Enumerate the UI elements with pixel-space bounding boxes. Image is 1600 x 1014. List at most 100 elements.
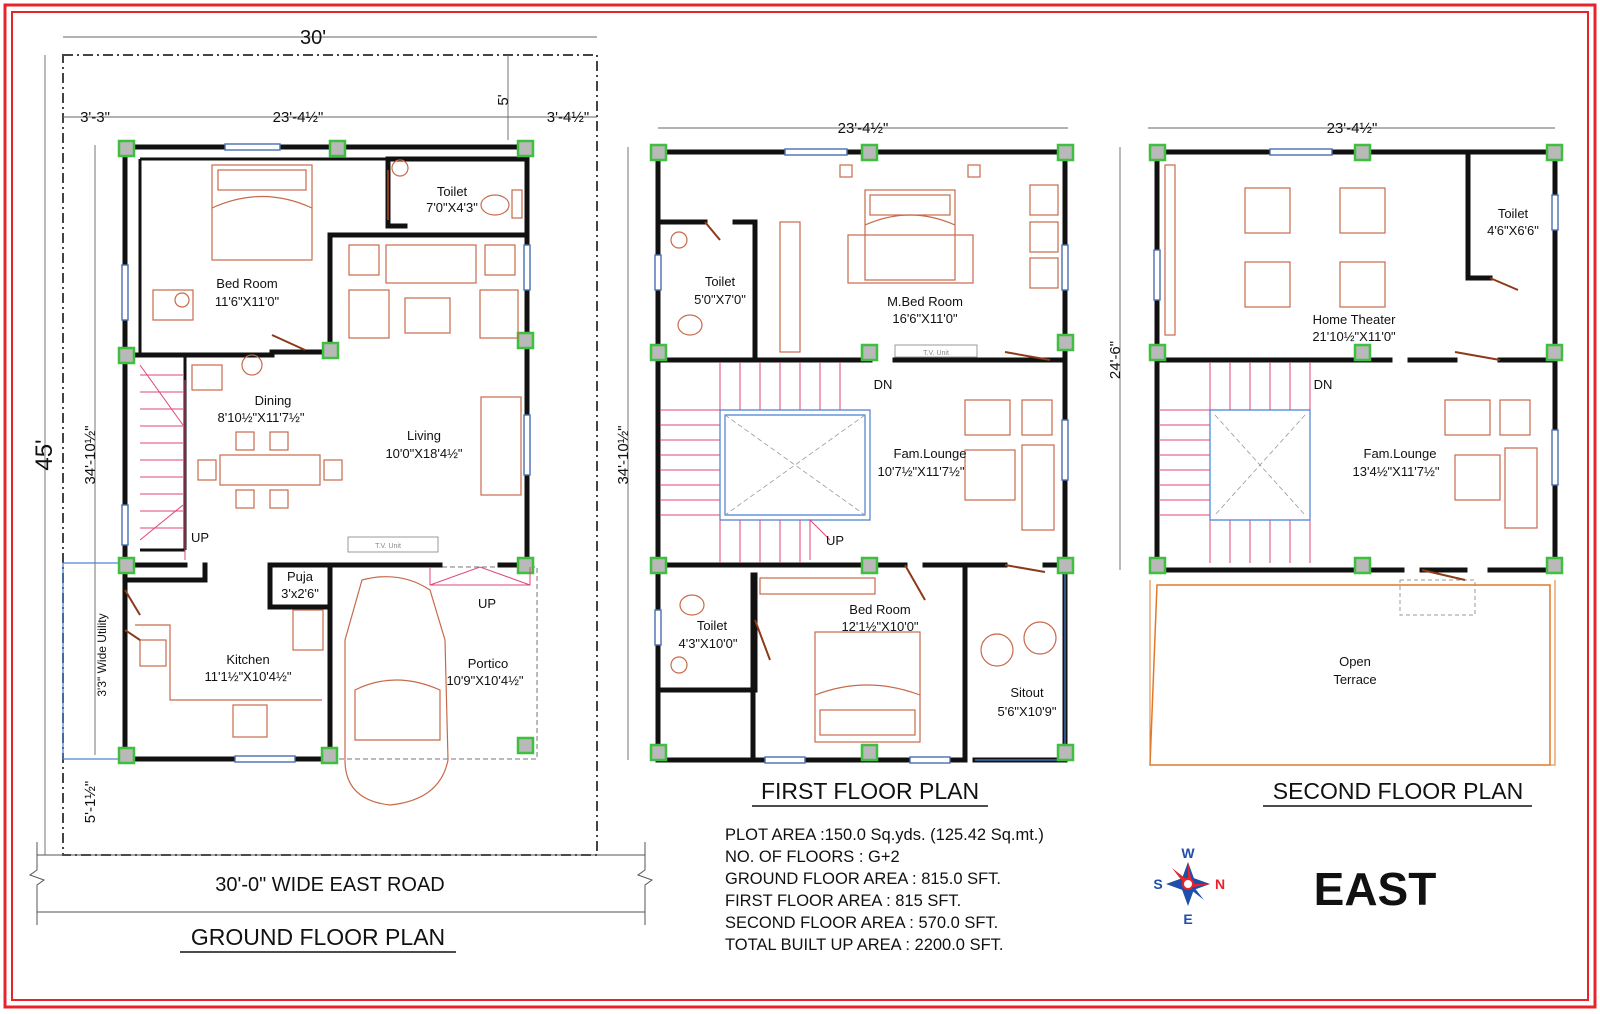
- ff-toilet2-size: 4'3"X10'0": [678, 636, 737, 651]
- area-statement: PLOT AREA :150.0 Sq.yds. (125.42 Sq.mt.)…: [725, 826, 1044, 954]
- road: [28, 842, 654, 925]
- ground-columns: [117, 139, 535, 765]
- ground-dining-table: [191, 354, 343, 509]
- sf-toilet-size: 4'6"X6'6": [1487, 223, 1539, 238]
- gf-puja-name: Puja: [287, 569, 314, 584]
- ff-tv-label: T.V. Unit: [923, 350, 949, 357]
- ff-mbed-size: 16'6"X11'0": [892, 311, 958, 326]
- ff-lounge-size: 10'7½"X11'7½": [878, 464, 965, 479]
- compass-w: W: [1181, 845, 1195, 861]
- gf-puja-size: 3'x2'6": [281, 586, 319, 601]
- sf-toilet-name: Toilet: [1498, 206, 1529, 221]
- ff-width-dim: 23'-4½": [838, 120, 889, 137]
- sf-depth-dim: 24'-6": [1107, 341, 1124, 379]
- ff-toilet2-name: Toilet: [697, 618, 728, 633]
- sf-dn: DN: [1314, 377, 1333, 392]
- gf-toilet-size: 7'0"X4'3": [426, 200, 478, 215]
- car-outline: [344, 576, 449, 806]
- sf-columns: [1148, 143, 1564, 575]
- ff-tv-unit: [894, 344, 978, 358]
- gf-dining-size: 8'10½"X11'7½": [218, 410, 305, 425]
- ff-dn: DN: [874, 377, 893, 392]
- ff-lounge-sofa: [964, 399, 1055, 531]
- ff-bed: [759, 577, 921, 743]
- ff-master-bed: [779, 164, 1059, 353]
- inner-width-dim: 23'-4½": [273, 109, 324, 126]
- ground-bed: [152, 164, 313, 321]
- inner-depth-dim: 34'-10½": [82, 425, 99, 484]
- first-floor-plan: 23'-4½" 34'-10½": [615, 120, 1075, 807]
- gf-stair-up: UP: [191, 530, 209, 545]
- compass-s: S: [1153, 876, 1162, 892]
- ff-up: UP: [826, 533, 844, 548]
- ground-floor-plan: 30' 3'-3" 23'-4½" 3'-4½" 5' 45' 34'-10½"…: [28, 27, 654, 953]
- ff-stairs: [660, 362, 841, 563]
- ff-mbed-name: M.Bed Room: [887, 294, 963, 309]
- gf-bedroom-size: 11'6"X11'0": [215, 294, 280, 309]
- ground-stairs: [139, 364, 531, 586]
- second-floor-title: SECOND FLOOR PLAN: [1273, 778, 1524, 804]
- gf-living-size: 10'0"X18'4½": [385, 446, 462, 461]
- sheet-border: [3, 3, 1597, 1009]
- sf-lounge-name: Fam.Lounge: [1364, 446, 1437, 461]
- ground-sofa-set: [348, 244, 522, 496]
- ff-toilet1-name: Toilet: [705, 274, 736, 289]
- sf-theater-name: Home Theater: [1313, 312, 1397, 327]
- ff-columns: [649, 143, 1075, 762]
- sheet-inner-border: [11, 11, 1589, 1001]
- sf-terrace-name: Open: [1339, 654, 1371, 669]
- facing-label: EAST: [1314, 863, 1437, 915]
- ff-sitout-chairs: [980, 621, 1057, 667]
- gf-toilet-name: Toilet: [437, 184, 468, 199]
- road-label: 30'-0" WIDE EAST ROAD: [215, 874, 445, 896]
- ff-bed-name: Bed Room: [849, 602, 910, 617]
- utility-area: [62, 562, 126, 760]
- ground-kitchen-counter: [135, 609, 324, 738]
- ground-tv-label: T.V. Unit: [375, 543, 401, 550]
- info-line-2: NO. OF FLOORS : G+2: [725, 848, 900, 866]
- compass-e: E: [1183, 911, 1192, 927]
- gf-living-name: Living: [407, 428, 441, 443]
- ff-doors: [704, 221, 1051, 661]
- ff-lounge-name: Fam.Lounge: [894, 446, 967, 461]
- sf-lounge-sofa: [1444, 399, 1538, 529]
- gf-portico-up: UP: [478, 596, 496, 611]
- ground-doors: [124, 170, 389, 641]
- sf-lounge-size: 13'4½"X11'7½": [1353, 464, 1440, 479]
- side-right-dim: 3'-4½": [547, 109, 589, 126]
- plot-width-dim: 30': [300, 27, 326, 49]
- sf-theater-size: 21'10½"X11'0": [1312, 329, 1396, 344]
- info-line-6: TOTAL BUILT UP AREA : 2200.0 SFT.: [725, 936, 1004, 954]
- compass-n: N: [1215, 876, 1225, 892]
- rear-setback-dim: 5'-1½": [82, 781, 99, 823]
- info-line-5: SECOND FLOOR AREA : 570.0 SFT.: [725, 914, 998, 932]
- ground-tv-unit: [347, 536, 439, 553]
- gf-dining-name: Dining: [255, 393, 292, 408]
- sf-theater-seats: [1164, 164, 1386, 336]
- ff-toilet-fixtures: [670, 231, 705, 674]
- ground-toilet-fixtures: [391, 159, 523, 219]
- second-floor-plan: 23'-4½" 24'-6": [1107, 120, 1564, 807]
- compass-icon: W S N E: [1153, 845, 1225, 927]
- front-setback-dim: 5': [495, 94, 512, 105]
- gf-kitchen-name: Kitchen: [226, 652, 269, 667]
- info-line-4: FIRST FLOOR AREA : 815 SFT.: [725, 892, 961, 910]
- gf-kitchen-size: 11'1½"X10'4½": [205, 669, 292, 684]
- first-floor-title: FIRST FLOOR PLAN: [761, 778, 979, 804]
- ff-bed-size: 12'1½"X10'0": [841, 619, 918, 634]
- sf-doors: [1421, 277, 1519, 581]
- ff-depth-dim: 34'-10½": [615, 425, 632, 484]
- sf-stairs: [1160, 362, 1311, 563]
- ground-floor-title: GROUND FLOOR PLAN: [191, 924, 445, 950]
- ff-sitout-size: 5'6"X10'9": [997, 704, 1056, 719]
- gf-bedroom-name: Bed Room: [216, 276, 277, 291]
- sf-terrace-size: Terrace: [1333, 672, 1376, 687]
- ff-sitout-name: Sitout: [1010, 685, 1044, 700]
- side-left-dim: 3'-3": [80, 109, 110, 126]
- utility-label: 3'3" Wide Utility: [95, 613, 109, 696]
- sf-width-dim: 23'-4½": [1327, 120, 1378, 137]
- gf-portico-name: Portico: [468, 656, 508, 671]
- info-line-3: GROUND FLOOR AREA : 815.0 SFT.: [725, 870, 1001, 888]
- plot-depth-dim: 45': [31, 439, 58, 470]
